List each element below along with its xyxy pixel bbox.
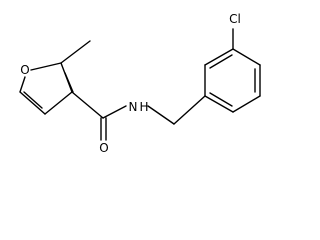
hydrogen-label: H — [139, 100, 148, 114]
bond-c4-c5 — [19, 91, 46, 115]
bond-carbonyl-n — [102, 105, 127, 119]
bond-n-ch2 — [147, 105, 175, 125]
bond-c3-c4 — [44, 91, 73, 115]
furan-ring — [19, 62, 74, 115]
bond-b5-b6 — [232, 95, 261, 113]
bond-b2-b3-inner — [209, 54, 233, 69]
bond-c3-carbonyl — [71, 91, 104, 119]
nitrogen-label: N — [129, 100, 138, 114]
bond-c4-c5-inner — [23, 91, 43, 109]
bond-c2-c3-inner — [64, 72, 74, 93]
carbonyl-oxygen-label: O — [99, 141, 108, 155]
bond-o1-c2 — [30, 62, 62, 71]
bond-b6-b1-inner — [209, 92, 233, 107]
amide-group — [71, 91, 206, 141]
bond-b2-b3 — [204, 48, 234, 66]
bond-b3-b4 — [232, 48, 261, 66]
chlorine-label: Cl — [229, 12, 241, 26]
chemical-structure-diagram: O O N H Cl — [19, 12, 261, 155]
bond-b6-b1 — [204, 95, 234, 113]
bond-methyl — [60, 40, 91, 64]
bond-c5-o1 — [19, 76, 26, 93]
benzene-ring — [204, 48, 261, 113]
ring-oxygen-label: O — [20, 63, 29, 77]
bond-ch2-ring — [173, 95, 206, 125]
